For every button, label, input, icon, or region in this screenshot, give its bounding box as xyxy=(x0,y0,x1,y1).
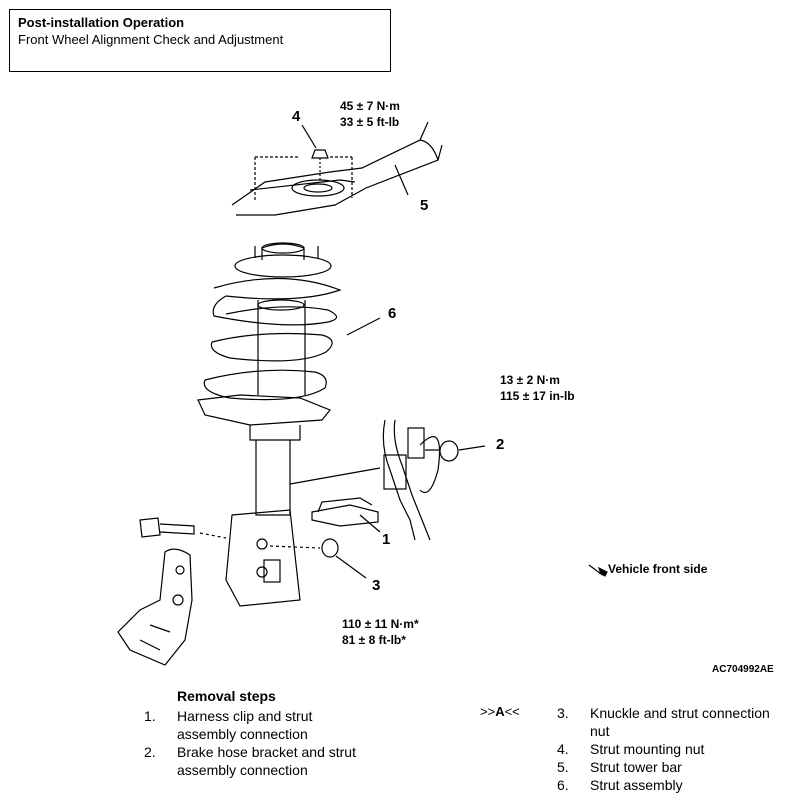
strut-tower-bar xyxy=(231,121,443,216)
header-box: Post-installation Operation Front Wheel … xyxy=(9,9,391,72)
knuckle-nut xyxy=(269,538,367,579)
step-number: 1. xyxy=(144,708,156,724)
callout-1: 1 xyxy=(382,531,391,548)
torque-strut-mount-ftlb: 33 ± 5 ft-lb xyxy=(340,115,400,129)
step-text-line1: Strut assembly xyxy=(590,777,683,793)
header-subtitle: Front Wheel Alignment Check and Adjustme… xyxy=(18,32,284,47)
step-number: 2. xyxy=(144,744,156,760)
callout-6: 6 xyxy=(388,305,397,322)
step-text-line1: Strut tower bar xyxy=(590,759,682,775)
vehicle-front-arrow-icon xyxy=(588,564,608,577)
step-number: 4. xyxy=(557,741,569,757)
knuckle-bolt xyxy=(139,517,227,539)
removal-step-5: 5. Strut tower bar xyxy=(557,758,793,776)
step-text-line1: Strut mounting nut xyxy=(590,741,705,757)
removal-step-1: 1. Harness clip and strut assembly conne… xyxy=(144,707,404,743)
torque-brake-hose-nm: 13 ± 2 N·m xyxy=(500,373,560,387)
step-text-line2: nut xyxy=(590,723,610,739)
step-text-line1: Knuckle and strut connection xyxy=(590,705,770,721)
step-number: 5. xyxy=(557,759,569,775)
callout-2: 2 xyxy=(496,436,505,453)
torque-brake-hose: 13 ± 2 N·m 115 ± 17 in-lb xyxy=(500,372,575,404)
callout-5: 5 xyxy=(420,197,429,214)
step-text-line2: assembly connection xyxy=(177,762,308,778)
strut-body xyxy=(197,394,381,607)
upper-mount xyxy=(234,242,332,278)
figure-id: AC704992AE xyxy=(712,664,774,675)
leader-6 xyxy=(346,317,381,336)
torque-knuckle: 110 ± 11 N·m* 81 ± 8 ft-lb* xyxy=(342,616,419,648)
torque-strut-mount: 45 ± 7 N·m 33 ± 5 ft-lb xyxy=(340,98,400,130)
harness-clip xyxy=(311,497,381,533)
vehicle-front-label: Vehicle front side xyxy=(588,562,707,576)
coil-spring xyxy=(203,277,342,401)
step-text-line2: assembly connection xyxy=(177,726,308,742)
removal-steps-heading: Removal steps xyxy=(177,688,276,704)
step-number: 6. xyxy=(557,777,569,793)
removal-step-6: 6. Strut assembly xyxy=(557,776,793,794)
removal-step-3: 3. Knuckle and strut connection nut xyxy=(557,704,793,740)
torque-brake-hose-inlb: 115 ± 17 in-lb xyxy=(500,389,575,403)
callout-3: 3 xyxy=(372,577,381,594)
brake-hose-bracket xyxy=(382,419,486,541)
removal-step-2: 2. Brake hose bracket and strut assembly… xyxy=(144,743,404,779)
torque-knuckle-ftlb: 81 ± 8 ft-lb* xyxy=(342,633,406,647)
torque-knuckle-nm: 110 ± 11 N·m* xyxy=(342,617,419,631)
step-text-line1: Harness clip and strut xyxy=(177,708,313,724)
step-number: 3. xyxy=(557,705,569,721)
strut-mounting-nut xyxy=(301,124,329,182)
torque-strut-mount-nm: 45 ± 7 N·m xyxy=(340,99,400,113)
removal-reference-a: >>A<< xyxy=(480,704,520,719)
removal-step-4: 4. Strut mounting nut xyxy=(557,740,793,758)
callout-4: 4 xyxy=(292,108,301,125)
strut-exploded-diagram xyxy=(117,121,608,666)
knuckle xyxy=(117,548,193,666)
vehicle-front-text: Vehicle front side xyxy=(608,562,708,576)
header-title: Post-installation Operation xyxy=(18,15,185,30)
step-text-line1: Brake hose bracket and strut xyxy=(177,744,356,760)
